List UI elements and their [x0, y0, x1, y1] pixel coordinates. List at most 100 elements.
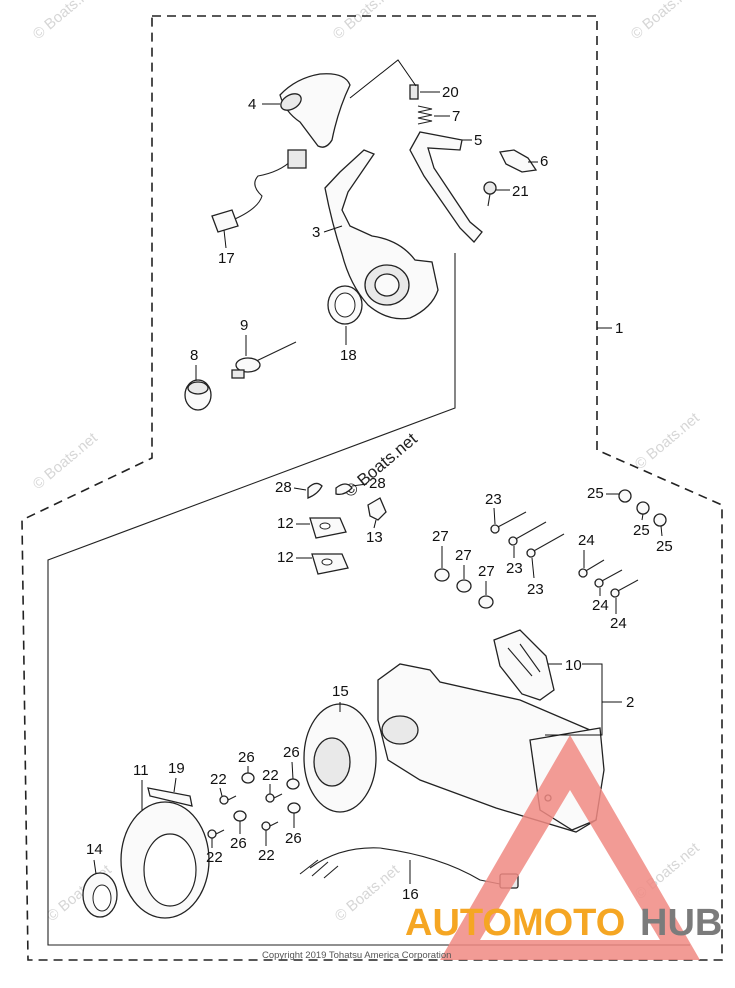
part-12-block-upper [309, 517, 347, 539]
copyright-notice: Copyright 2019 Tohatsu America Corporati… [262, 950, 451, 961]
watermark-mid-left: © Boats.net [30, 429, 102, 493]
part-26-washer-d [287, 802, 301, 814]
callout-27-b: 27 [455, 547, 472, 564]
part-22-screw-c [207, 829, 225, 839]
part-25-nut-b [636, 501, 650, 515]
watermark-bottom-center: © Boats.net [332, 861, 404, 925]
part-5-bracket [409, 131, 483, 243]
assembly-boundary [21, 15, 723, 961]
part-10-plate [493, 629, 555, 701]
part-8-knob [184, 379, 212, 411]
part-22-screw-b [265, 793, 283, 803]
callout-7: 7 [452, 108, 460, 125]
callout-23-b: 23 [506, 560, 523, 577]
part-23-screw-b [508, 521, 547, 546]
callout-6: 6 [540, 153, 548, 170]
callout-20: 20 [442, 84, 459, 101]
callout-layer: 4 20 7 5 6 21 3 17 1 9 8 18 28 28 12 12 … [86, 84, 673, 903]
part-28-clip-right [335, 483, 353, 496]
callout-25-c: 25 [656, 538, 673, 555]
part-19-strip [147, 787, 193, 807]
part-27-washer-b [456, 579, 472, 593]
part-28-clip-left [307, 482, 323, 499]
callout-26-a: 26 [238, 749, 255, 766]
part-6-plate [499, 149, 538, 173]
part-22-screw-d [261, 821, 279, 831]
watermark-top-left: © Boats.net [30, 0, 102, 43]
part-25-nut-a [618, 489, 632, 503]
callout-9: 9 [240, 317, 248, 334]
callout-25-b: 25 [633, 522, 650, 539]
part-4-grip [279, 73, 351, 148]
callout-27-c: 27 [478, 563, 495, 580]
callout-4: 4 [248, 96, 256, 113]
callout-28-right: 28 [369, 475, 386, 492]
part-27-washer-a [434, 568, 450, 582]
callout-24-b: 24 [592, 597, 609, 614]
callout-24-a: 24 [578, 532, 595, 549]
part-26-washer-a [241, 772, 255, 784]
callout-19: 19 [168, 760, 185, 777]
callout-28-left: 28 [275, 479, 292, 496]
callout-23-a: 23 [485, 491, 502, 508]
callout-3: 3 [312, 224, 320, 241]
callout-1: 1 [615, 320, 623, 337]
part-20-screw [409, 84, 419, 100]
watermark-top-center: © Boats.net [330, 0, 402, 43]
part-17-neutral-switch [211, 149, 307, 233]
callout-14: 14 [86, 841, 103, 858]
part-13-fastener [367, 497, 387, 521]
part-3-control-lever [324, 149, 439, 320]
watermark-top-right: © Boats.net [628, 0, 700, 43]
callout-17: 17 [218, 250, 235, 267]
callout-21: 21 [512, 183, 529, 200]
part-12-block-lower [311, 553, 349, 575]
part-27-washer-c [478, 595, 494, 609]
callout-15: 15 [332, 683, 349, 700]
leader-20-4 [349, 59, 417, 99]
part-18-washer [327, 285, 363, 325]
part-24-screw-b [594, 569, 623, 588]
callout-13: 13 [366, 529, 383, 546]
part-23-screw-c [526, 533, 565, 558]
part-22-screw-a [219, 795, 237, 805]
callout-18: 18 [340, 347, 357, 364]
callout-8: 8 [190, 347, 198, 364]
part-24-screw-c [610, 579, 639, 598]
callout-26-d: 26 [285, 830, 302, 847]
callout-22-c: 22 [206, 849, 223, 866]
callout-22-b: 22 [262, 767, 279, 784]
callout-23-c: 23 [527, 581, 544, 598]
part-26-washer-b [286, 778, 300, 790]
part-7-spring [417, 105, 433, 125]
callout-26-c: 26 [230, 835, 247, 852]
part-23-screw-a [490, 511, 527, 534]
part-25-nut-c [653, 513, 667, 527]
part-24-screw-a [578, 559, 605, 578]
callout-5: 5 [474, 132, 482, 149]
automotohub-logo: AUTOMOTO HUB [405, 735, 722, 960]
callout-22-d: 22 [258, 847, 275, 864]
callout-10: 10 [565, 657, 582, 674]
callout-11: 11 [133, 762, 149, 779]
callout-2: 2 [626, 694, 634, 711]
logo-text-automoto: AUTOMOTO [405, 902, 625, 944]
part-11-ring [120, 801, 210, 919]
callout-22-a: 22 [210, 771, 227, 788]
callout-26-b: 26 [283, 744, 300, 761]
logo-text-hub: HUB [640, 902, 722, 944]
callout-24-c: 24 [610, 615, 627, 632]
part-26-washer-c [233, 810, 247, 822]
callout-12-upper: 12 [277, 515, 294, 532]
callout-25-a: 25 [587, 485, 604, 502]
callout-16: 16 [402, 886, 419, 903]
part-9-shaft [231, 341, 297, 379]
part-15-disc [303, 703, 377, 813]
part-14-gear [82, 872, 118, 918]
part-21-screw [483, 181, 497, 207]
watermark-mid-right: © Boats.net [632, 409, 704, 473]
callout-12-lower: 12 [277, 549, 294, 566]
subassembly-boundary [47, 253, 690, 946]
callout-27-a: 27 [432, 528, 449, 545]
